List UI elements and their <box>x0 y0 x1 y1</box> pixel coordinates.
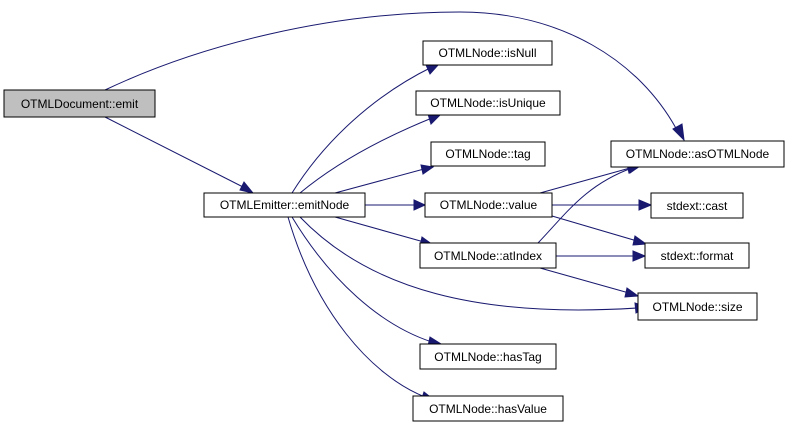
node-stdext-cast-label: stdext::cast <box>667 199 728 213</box>
edge-emitnode-to-hasvalue <box>287 216 426 398</box>
node-otmlnode-hastag[interactable]: OTMLNode::hasTag <box>419 343 557 370</box>
edge-doc-emit-to-asotmlnode <box>104 11 679 133</box>
node-otmlnode-hastag-box <box>419 343 557 370</box>
node-otmlnode-tag[interactable]: OTMLNode::tag <box>430 141 546 167</box>
edge-value-to-format <box>551 215 638 242</box>
node-otmlnode-isnull-box <box>422 40 553 66</box>
edge-atindex-to-asotmlnode <box>537 167 633 244</box>
node-otmlemitter-emitnode-box <box>203 192 366 218</box>
edge-doc-emit-to-emitnode-arrow <box>239 181 255 194</box>
edge-emitnode-to-isnull <box>291 66 433 194</box>
node-otmlnode-value[interactable]: OTMLNode::value <box>424 192 553 218</box>
node-stdext-format-label: stdext::format <box>661 249 734 263</box>
edge-doc-emit-to-asotmlnode-arrow <box>672 123 685 142</box>
node-otmlnode-isnull-label: OTMLNode::isNull <box>438 46 536 60</box>
node-otmlnode-hasvalue-box <box>412 395 564 422</box>
node-otmlnode-asotmlnode[interactable]: OTMLNode::asOTMLNode <box>610 140 785 168</box>
node-otmlnode-size[interactable]: OTMLNode::size <box>637 292 758 321</box>
edge-atindex-to-format-arrow <box>632 250 647 262</box>
edges <box>104 11 685 402</box>
node-otmlnode-asotmlnode-box <box>610 140 785 168</box>
node-stdext-format-box <box>644 242 750 269</box>
node-stdext-cast-box <box>650 192 744 219</box>
edge-value-to-asotmlnode <box>539 167 631 194</box>
edge-emitnode-to-hastag <box>291 216 433 343</box>
edge-value-to-format-arrow <box>632 235 648 246</box>
node-otmlnode-value-label: OTMLNode::value <box>440 198 538 212</box>
node-stdext-format[interactable]: stdext::format <box>644 242 750 269</box>
node-otmlnode-atindex-label: OTMLNode::atIndex <box>434 249 542 263</box>
edge-value-to-cast-arrow <box>638 199 653 211</box>
node-otmlnode-hastag-label: OTMLNode::hasTag <box>434 350 541 364</box>
node-otmlnode-hasvalue[interactable]: OTMLNode::hasValue <box>412 395 564 422</box>
node-otmldocument-emit-box <box>3 89 156 118</box>
edge-emitnode-to-tag <box>334 168 425 194</box>
edge-atindex-to-size-arrow <box>624 287 640 298</box>
node-otmldocument-emit-label: OTMLDocument::emit <box>21 97 139 111</box>
node-otmlnode-atindex[interactable]: OTMLNode::atIndex <box>419 242 557 269</box>
node-otmlnode-size-label: OTMLNode::size <box>652 300 742 314</box>
node-otmlnode-isunique-label: OTMLNode::isUnique <box>430 96 546 110</box>
node-otmldocument-emit[interactable]: OTMLDocument::emit <box>3 89 156 118</box>
edge-emitnode-to-tag-arrow <box>420 164 435 175</box>
edge-emitnode-to-size <box>299 216 638 311</box>
node-otmlnode-value-box <box>424 192 553 218</box>
node-otmlnode-hasvalue-label: OTMLNode::hasValue <box>429 402 547 416</box>
node-otmlnode-atindex-box <box>419 242 557 269</box>
node-otmlnode-asotmlnode-label: OTMLNode::asOTMLNode <box>626 147 770 161</box>
node-otmlemitter-emitnode-label: OTMLEmitter::emitNode <box>220 198 350 212</box>
node-otmlnode-size-box <box>637 292 758 321</box>
node-otmlnode-isunique[interactable]: OTMLNode::isUnique <box>415 90 561 116</box>
node-otmlnode-tag-label: OTMLNode::tag <box>445 147 530 161</box>
node-stdext-cast[interactable]: stdext::cast <box>650 192 744 219</box>
edge-emitnode-to-isunique <box>299 117 433 194</box>
edge-emitnode-to-value-arrow <box>413 199 427 211</box>
node-otmlemitter-emitnode[interactable]: OTMLEmitter::emitNode <box>203 192 366 218</box>
edge-atindex-to-size <box>539 267 630 294</box>
node-otmlnode-isunique-box <box>415 90 561 116</box>
edge-emitnode-to-atindex <box>334 216 425 243</box>
node-otmlnode-isnull[interactable]: OTMLNode::isNull <box>422 40 553 66</box>
node-otmlnode-tag-box <box>430 141 546 167</box>
edge-doc-emit-to-emitnode <box>104 116 246 189</box>
